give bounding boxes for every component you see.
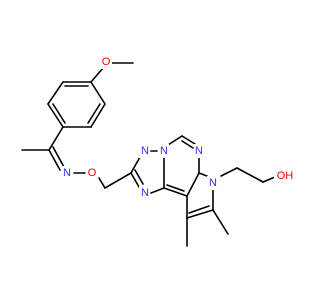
- bond-ch2-ch2: [236, 167, 264, 183]
- bond-c7-c7a: [186, 172, 200, 197]
- bond-c5-n6-a: [181, 135, 196, 145]
- svg-text:N: N: [141, 145, 149, 157]
- bond-ring-3b: [52, 103, 66, 124]
- bond-n2-c5: [167, 135, 183, 146]
- svg-text:N: N: [160, 145, 168, 157]
- bond-c9-c8-b: [188, 205, 210, 214]
- bond-ring-5b: [87, 103, 101, 124]
- bond-ch2-c2: [104, 172, 132, 189]
- bond-c7a-c8a: [163, 187, 188, 197]
- pyrrole-nitrogen: N: [207, 176, 219, 190]
- oxime-oxygen: O: [86, 166, 98, 180]
- pyrimidine-nitrogen: N: [194, 144, 205, 158]
- bond-c2-n3-b: [134, 169, 144, 185]
- svg-text:O: O: [102, 56, 111, 68]
- svg-text:N: N: [63, 167, 71, 179]
- bond-c9-methyl: [212, 209, 229, 235]
- methoxy-oxygen: O: [101, 55, 112, 69]
- bond-c2-n1: [130, 156, 141, 174]
- bond-ring-3: [47, 103, 64, 128]
- bond-ring-5: [90, 103, 106, 128]
- bond-c7-n-pyrrole: [198, 172, 208, 177]
- atom-labels: O N O N N N N N: [62, 55, 296, 200]
- svg-text:N: N: [141, 187, 149, 199]
- bond-ring-6: [90, 81, 106, 105]
- bond-ome-aryl: [90, 67, 104, 83]
- bond-c-n-double-b: [52, 146, 65, 168]
- bond-ring-2: [47, 81, 64, 105]
- svg-text:N: N: [209, 177, 217, 189]
- oxime-nitrogen: N: [62, 166, 73, 180]
- bond-o-ch2: [98, 177, 106, 189]
- hydroxyl-group: OH: [274, 169, 296, 183]
- svg-text:O: O: [88, 167, 97, 179]
- svg-text:OH: OH: [277, 170, 294, 182]
- bond-c-n-double-a: [48, 149, 61, 171]
- molecule-structure: O N O N N N N N: [21, 55, 296, 247]
- bond-n-ch2: [220, 167, 238, 177]
- bond-aryl-c: [48, 126, 64, 151]
- bond-n3-c8a: [150, 187, 165, 194]
- bond-c7a-c8a-b: [166, 184, 185, 192]
- triazole-nitrogen-2: N: [158, 144, 169, 158]
- bond-c5-n6-b: [181, 140, 194, 149]
- bond-ch2-oh: [262, 176, 276, 183]
- bond-c9-c8: [186, 209, 214, 219]
- triazole-nitrogen-3: N: [139, 186, 150, 200]
- svg-text:N: N: [195, 145, 203, 157]
- triazole-nitrogen-1: N: [139, 144, 150, 158]
- bonds: [21, 62, 276, 247]
- bond-c2-n3-a: [130, 172, 140, 188]
